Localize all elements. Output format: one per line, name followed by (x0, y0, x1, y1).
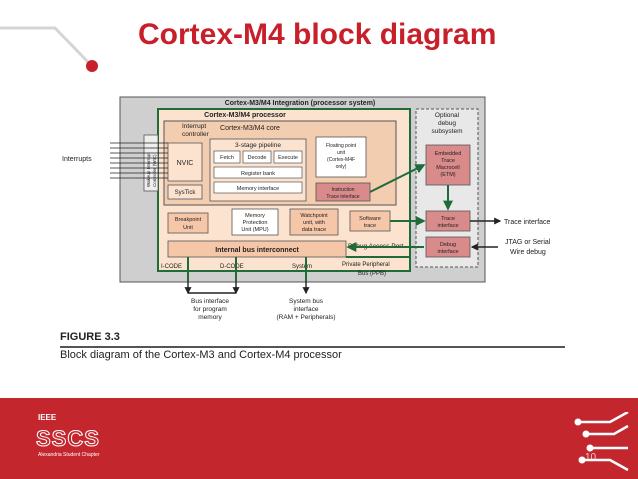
icode-label: I-CODE (161, 264, 182, 270)
fpu-box (315, 136, 367, 178)
wic-label-2: Controller (WIC) (152, 154, 157, 187)
internal-bus-label: Internal bus interconnect (215, 247, 299, 254)
decode-label: Decode (248, 155, 267, 161)
system-bus-label: System (292, 264, 312, 270)
block-diagram: Cortex-M3/M4 Integration (processor syst… (60, 95, 565, 365)
connection-arrows (187, 164, 453, 281)
circuit-icon (574, 412, 629, 472)
bus-prog-label-1: Bus interface (191, 298, 229, 305)
register-bank-box (213, 166, 303, 179)
trace-interface-label-1: Trace (441, 216, 455, 222)
etm-label-1: Embedded (435, 151, 462, 157)
watchpoint-label-3: data trace (302, 227, 326, 233)
jtag-label-2: Wire debug (510, 249, 546, 256)
bus-prog-label-3: memory (198, 314, 222, 321)
core-label: Cortex-M3/M4 core (220, 125, 280, 132)
watchpoint-label-2: unit, with (303, 220, 325, 226)
sys-bus-label-1: System bus (289, 298, 324, 305)
sscs-logo-text: SSCS (36, 426, 100, 452)
external-arrows (184, 217, 502, 295)
execute-label: Execute (278, 155, 298, 161)
etm-label-3: Macrocell (436, 165, 460, 171)
systick-box (167, 184, 203, 200)
breakpoint-label-2: Unit (183, 225, 193, 231)
systick-label: SysTick (175, 190, 197, 196)
mpu-label-3: Unit (MPU) (241, 227, 268, 233)
ieee-logo-text: IEEE (38, 413, 57, 422)
etm-label-2: Trace (441, 158, 455, 164)
software-trace-label-1: Software (359, 216, 381, 222)
decode-box (242, 150, 272, 164)
optional-debug-label-2: debug (438, 120, 456, 127)
interrupt-controller-label-2: controller (182, 131, 210, 138)
decorative-circuit-line (0, 26, 98, 72)
interrupt-controller-label-1: Interrupt (182, 123, 206, 130)
jtag-label-1: JTAG or Serial (505, 239, 551, 246)
integration-system-label: Cortex-M3/M4 Integration (processor syst… (225, 100, 376, 107)
fpu-label-1: Floating point (326, 143, 357, 149)
internal-bus-box (167, 240, 347, 258)
footer-band (0, 398, 638, 479)
debug-interface-label-2: interface (437, 249, 458, 255)
bus-prog-label-2: for program (193, 306, 227, 313)
fpu-label-3: (Cortex-M4F (327, 157, 355, 163)
debug-interface-label-1: Debug (440, 242, 456, 248)
sys-bus-label-3: (RAM + Peripherals) (276, 314, 335, 321)
nvic-box (167, 142, 203, 182)
instruction-trace-label-2: Trace interface (326, 194, 359, 200)
software-trace-label-2: trace (364, 223, 376, 229)
watchpoint-box (289, 208, 339, 236)
execute-box (273, 150, 303, 164)
chapter-label: Alexandria Student Chapter (38, 452, 100, 458)
breakpoint-unit-box (167, 212, 209, 234)
slide-title: Cortex-M4 block diagram (138, 18, 497, 51)
nvic-label: NVIC (177, 160, 194, 167)
debug-interface-box (425, 236, 471, 258)
memory-interface-box (213, 181, 303, 194)
figure-caption: Block diagram of the Cortex-M3 and Corte… (60, 349, 342, 361)
trace-interface-label-2: interface (437, 223, 458, 229)
instruction-trace-label-1: Instruction (331, 187, 354, 193)
pipeline-label: 3-stage pipeline (235, 142, 281, 149)
mpu-label-1: Memory (245, 213, 265, 219)
optional-debug-label-3: subsystem (431, 128, 462, 135)
ppb-label-1: Private Peripheral (342, 262, 390, 268)
mpu-box (231, 208, 279, 236)
sys-bus-label-2: interface (294, 306, 319, 313)
memory-interface-label: Memory interface (237, 186, 280, 192)
ppb-label-2: Bus (PPB) (358, 271, 386, 277)
etm-label-4: (ETM) (440, 172, 455, 178)
fpu-label-4: only) (336, 164, 347, 170)
etm-box (425, 144, 471, 186)
fetch-label: Fetch (220, 155, 234, 161)
trace-interface-out-label: Trace interface (504, 219, 551, 226)
interrupt-lines (110, 142, 168, 179)
register-bank-label: Register bank (241, 171, 275, 177)
breakpoint-label-1: Breakpoint (175, 217, 202, 223)
wic-label-1: Wakeup Interrupt (146, 152, 151, 187)
interrupts-label: Interrupts (62, 156, 92, 163)
page-number: 10 (585, 452, 597, 463)
block-diagram-svg: Cortex-M3/M4 Integration (processor syst… (62, 96, 551, 321)
figure-label: FIGURE 3.3 (60, 331, 120, 343)
dcode-label: D-CODE (220, 264, 244, 270)
optional-debug-label-1: Optional (435, 112, 460, 119)
fetch-box (213, 150, 241, 164)
figure-rule (60, 346, 565, 348)
mpu-label-2: Protection (243, 220, 268, 226)
watchpoint-label-1: Watchpoint (300, 213, 328, 219)
fpu-label-2: unit (337, 150, 346, 156)
processor-label: Cortex-M3/M4 processor (204, 112, 286, 119)
